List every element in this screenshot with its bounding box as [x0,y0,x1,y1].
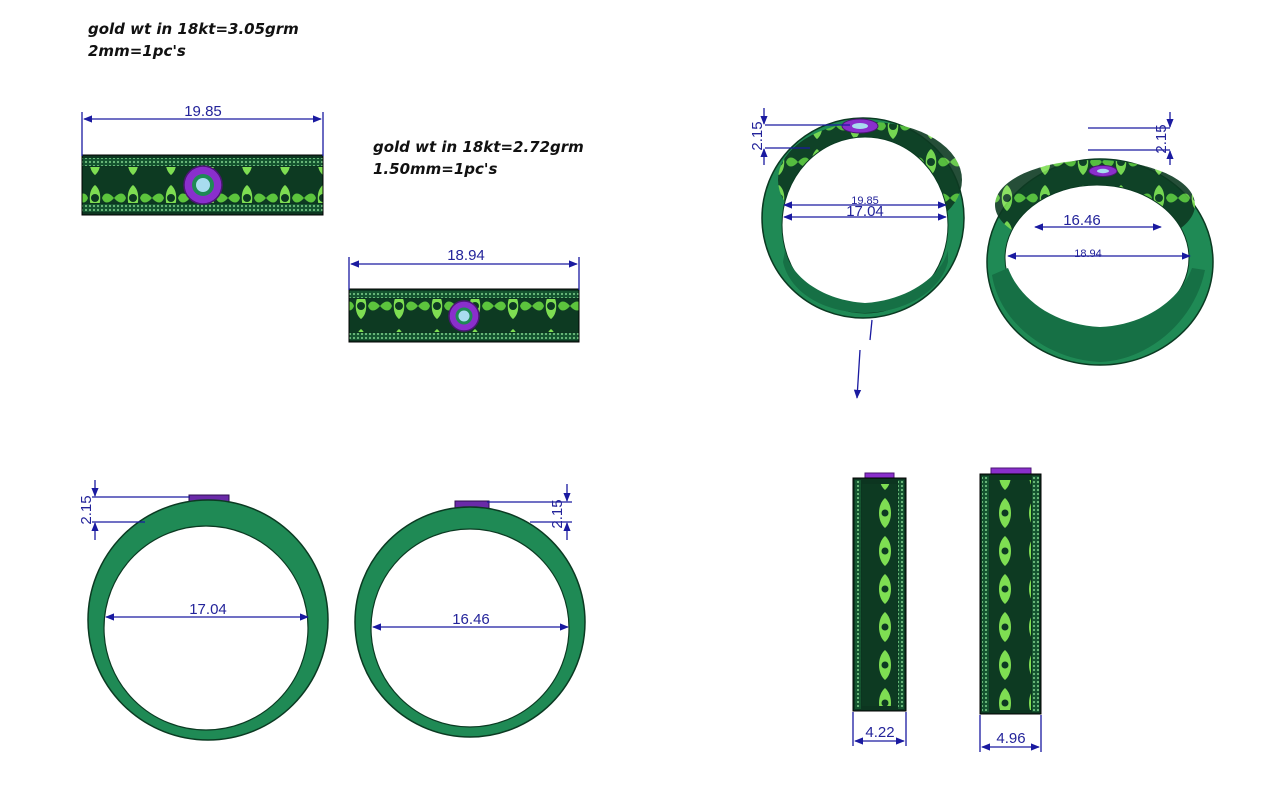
ring1-top-view [81,154,324,216]
ring1-persp-height-label: 2.15 [749,121,766,150]
ring2-width-dimension: 4.96 [979,715,1042,752]
ring1-length-dimension: 19.85 [81,103,324,156]
ring2-diameter-label: 16.46 [452,611,490,628]
ring2-perspective-view [986,158,1214,366]
ring1-notes: gold wt in 18kt=3.05grm 2mm=1pc's [88,18,299,62]
ring2-persp-height-label: 2.15 [1153,124,1170,153]
ring2-width-label: 4.96 [996,730,1025,747]
ring1-perspective-dimensions: 2.15 19.85 17.04 [749,108,947,399]
ring1-diameter-label: 17.04 [189,601,227,618]
ring1-length-label: 19.85 [184,103,222,120]
ring1-persp-inner-label: 17.04 [846,203,884,220]
ring2-persp-inner-label: 16.46 [1063,212,1101,229]
ring1-side-view [852,472,907,712]
ring2-side-view [979,467,1042,715]
ring2-perspective-dimensions: 2.15 16.46 18.94 [1007,112,1191,260]
ring2-height-label: 2.15 [549,499,566,528]
ring1-width-dimension: 4.22 [852,712,907,746]
ring2-top-view [348,288,580,343]
ring2-length-label: 18.94 [447,247,485,264]
ring1-stone-size: 2mm=1pc's [88,42,186,60]
ring2-front-dimensions: 2.15 16.46 [372,484,572,631]
ring1-front-dimensions: 2.15 17.04 [78,480,309,621]
ring1-width-label: 4.22 [865,724,894,741]
ring1-persp-outer-label: 19.85 [851,195,879,207]
ring1-gold-weight: gold wt in 18kt=3.05grm [88,20,299,38]
ring2-notes: gold wt in 18kt=2.72grm 1.50mm=1pc's [373,136,584,180]
ring2-length-dimension: 18.94 [348,247,580,290]
ring2-persp-outer-label: 18.94 [1074,248,1102,260]
ring1-height-label: 2.15 [78,495,95,524]
ring2-gold-weight: gold wt in 18kt=2.72grm [373,138,584,156]
ring2-stone-size: 1.50mm=1pc's [373,160,498,178]
